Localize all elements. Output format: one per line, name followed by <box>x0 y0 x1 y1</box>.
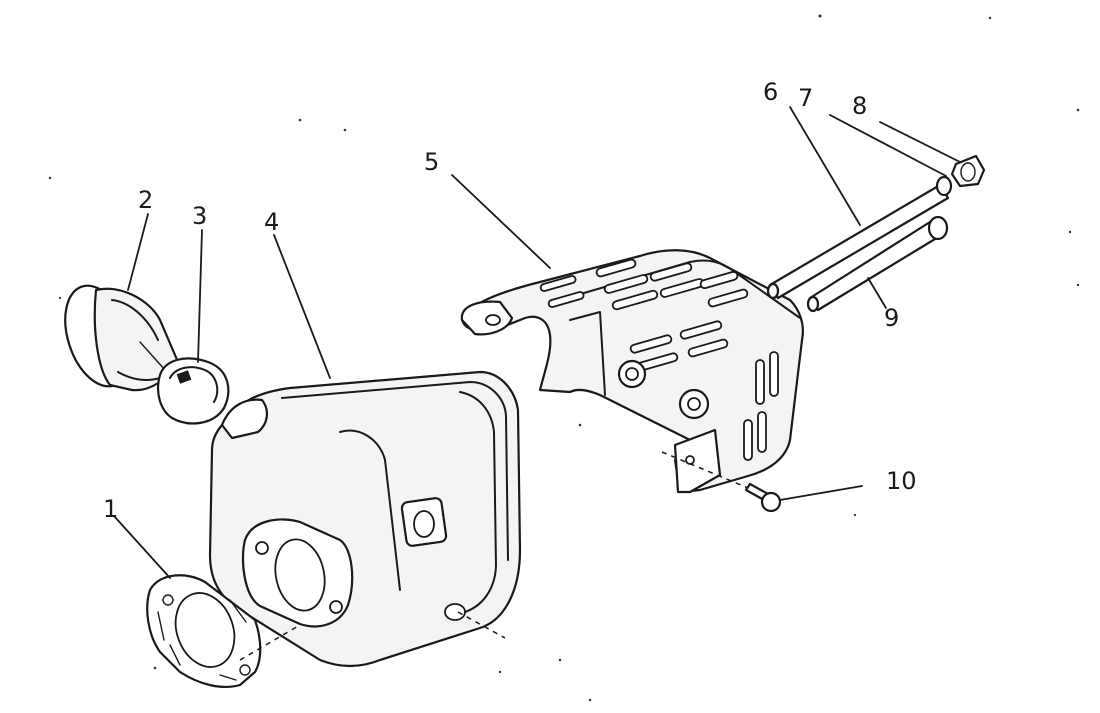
callout-1: 1 <box>103 495 119 523</box>
scan-speckles <box>48 14 1080 702</box>
callout-9: 9 <box>884 304 900 332</box>
callout-2: 2 <box>138 186 154 214</box>
stud-bolt-drawing <box>806 215 949 313</box>
callout-7: 7 <box>798 84 814 112</box>
muffler-guard-drawing <box>460 249 804 494</box>
callout-10: 10 <box>886 467 917 495</box>
callout-5: 5 <box>424 148 440 176</box>
callout-4: 4 <box>264 208 280 236</box>
screw-drawing <box>661 451 782 513</box>
callout-8: 8 <box>852 92 868 120</box>
spark-arrester-screen-drawing <box>64 284 180 392</box>
callout-6: 6 <box>763 78 779 106</box>
guard-slots <box>539 258 779 461</box>
gasket-drawing <box>146 574 262 688</box>
bolt-head-drawing <box>950 154 986 188</box>
long-bolt-drawing <box>766 175 953 300</box>
leader-lines <box>113 106 961 579</box>
muffler-body-drawing <box>208 370 522 668</box>
clamp-ring-drawing <box>156 357 230 425</box>
callout-3: 3 <box>192 202 208 230</box>
